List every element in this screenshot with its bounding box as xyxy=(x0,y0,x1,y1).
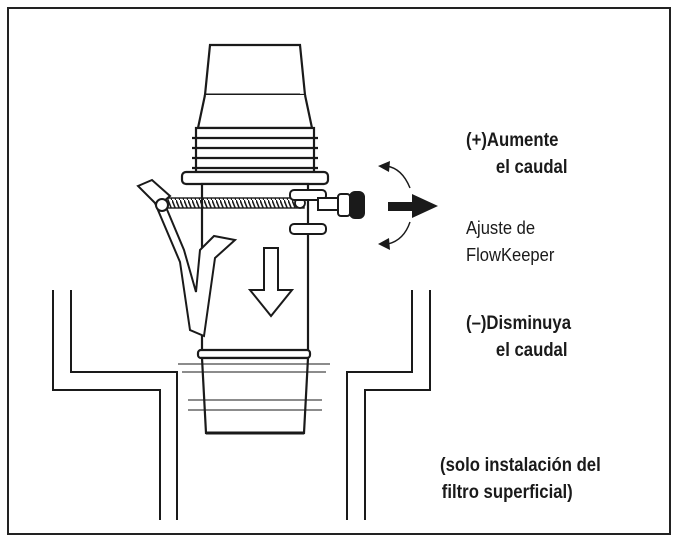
skimmer-install-note-line2: filtro superficial) xyxy=(441,482,573,503)
decrease-flow-label: (–)Disminuya el caudal xyxy=(466,310,571,364)
skimmer-housing xyxy=(52,290,431,520)
flow-direction-down-arrow-icon xyxy=(247,247,295,318)
decrease-flow-line1: (–)Disminuya xyxy=(466,313,571,334)
flowkeeper-adjust-line2: FlowKeeper xyxy=(466,245,555,265)
rotate-curved-arrows-icon xyxy=(378,161,411,250)
increase-flow-line1: (+)Aumente xyxy=(466,130,559,151)
adjustment-knob xyxy=(289,189,365,235)
diagram-frame xyxy=(7,7,671,535)
skimmer-install-note-line1: (solo instalación del xyxy=(440,455,601,476)
skimmer-install-note: (solo instalación del filtro superficial… xyxy=(440,452,601,506)
water-level-lines xyxy=(178,363,330,411)
lever-handle xyxy=(136,178,238,338)
increase-flow-line2: el caudal xyxy=(495,157,568,178)
decrease-flow-line2: el caudal xyxy=(495,340,568,361)
flowkeeper-adjust-line1: Ajuste de xyxy=(466,218,536,238)
increase-flow-label: (+)Aumente el caudal xyxy=(466,127,567,181)
flowkeeper-adjust-label: Ajuste de FlowKeeper xyxy=(466,215,554,269)
adjustment-spring xyxy=(167,197,306,209)
flowkeeper-adjust-arrow-icon xyxy=(388,194,438,218)
flowkeeper-pipe xyxy=(180,43,330,435)
